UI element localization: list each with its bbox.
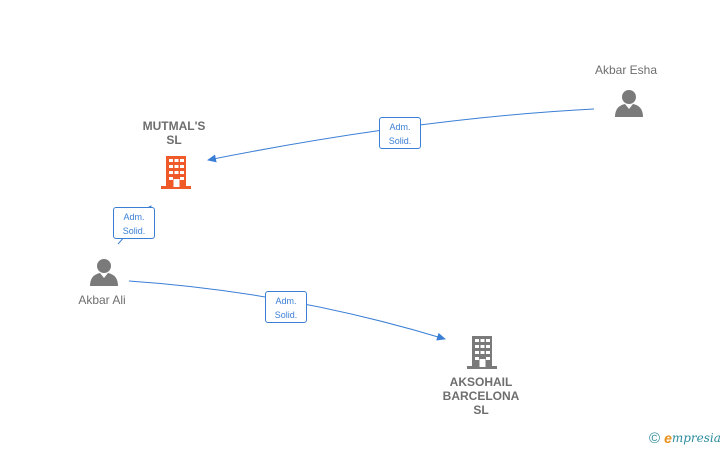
- logo-text: mpresia: [671, 431, 721, 445]
- edge-label-line: Solid.: [274, 310, 298, 320]
- company-name-line: SL: [473, 403, 489, 417]
- company-name-line: BARCELONA: [442, 389, 520, 403]
- person-name: Akbar Ali: [78, 293, 126, 307]
- building-icon: [161, 156, 191, 189]
- person-name: Akbar Esha: [594, 63, 658, 77]
- edge-label-line: Solid.: [388, 136, 412, 146]
- edge-label-role: Adm. Solid.: [113, 207, 155, 239]
- person-icon: [90, 259, 118, 286]
- edge-label-line: Adm.: [123, 212, 145, 222]
- node-label-akbar-ali[interactable]: Akbar Ali: [62, 293, 142, 308]
- edge-label-line: Solid.: [122, 226, 146, 236]
- logo-initial: e: [664, 430, 672, 446]
- node-label-mutmals[interactable]: MUTMAL'S SL: [126, 119, 222, 147]
- node-label-aksohail[interactable]: AKSOHAIL BARCELONA SL: [425, 375, 537, 417]
- node-label-akbar-esha[interactable]: Akbar Esha: [586, 63, 666, 78]
- copyright-icon: ©: [649, 429, 661, 447]
- edge-label-role: Adm. Solid.: [379, 117, 421, 149]
- edge-label-line: Adm.: [389, 122, 411, 132]
- company-name-line: SL: [166, 133, 182, 147]
- company-name-line: MUTMAL'S: [142, 119, 206, 133]
- company-name-line: AKSOHAIL: [449, 375, 513, 389]
- building-icon: [467, 336, 497, 369]
- edge-label-role: Adm. Solid.: [265, 291, 307, 323]
- edge-label-line: Adm.: [275, 296, 297, 306]
- empresia-logo: © e mpresia: [649, 428, 721, 448]
- person-icon: [615, 90, 643, 117]
